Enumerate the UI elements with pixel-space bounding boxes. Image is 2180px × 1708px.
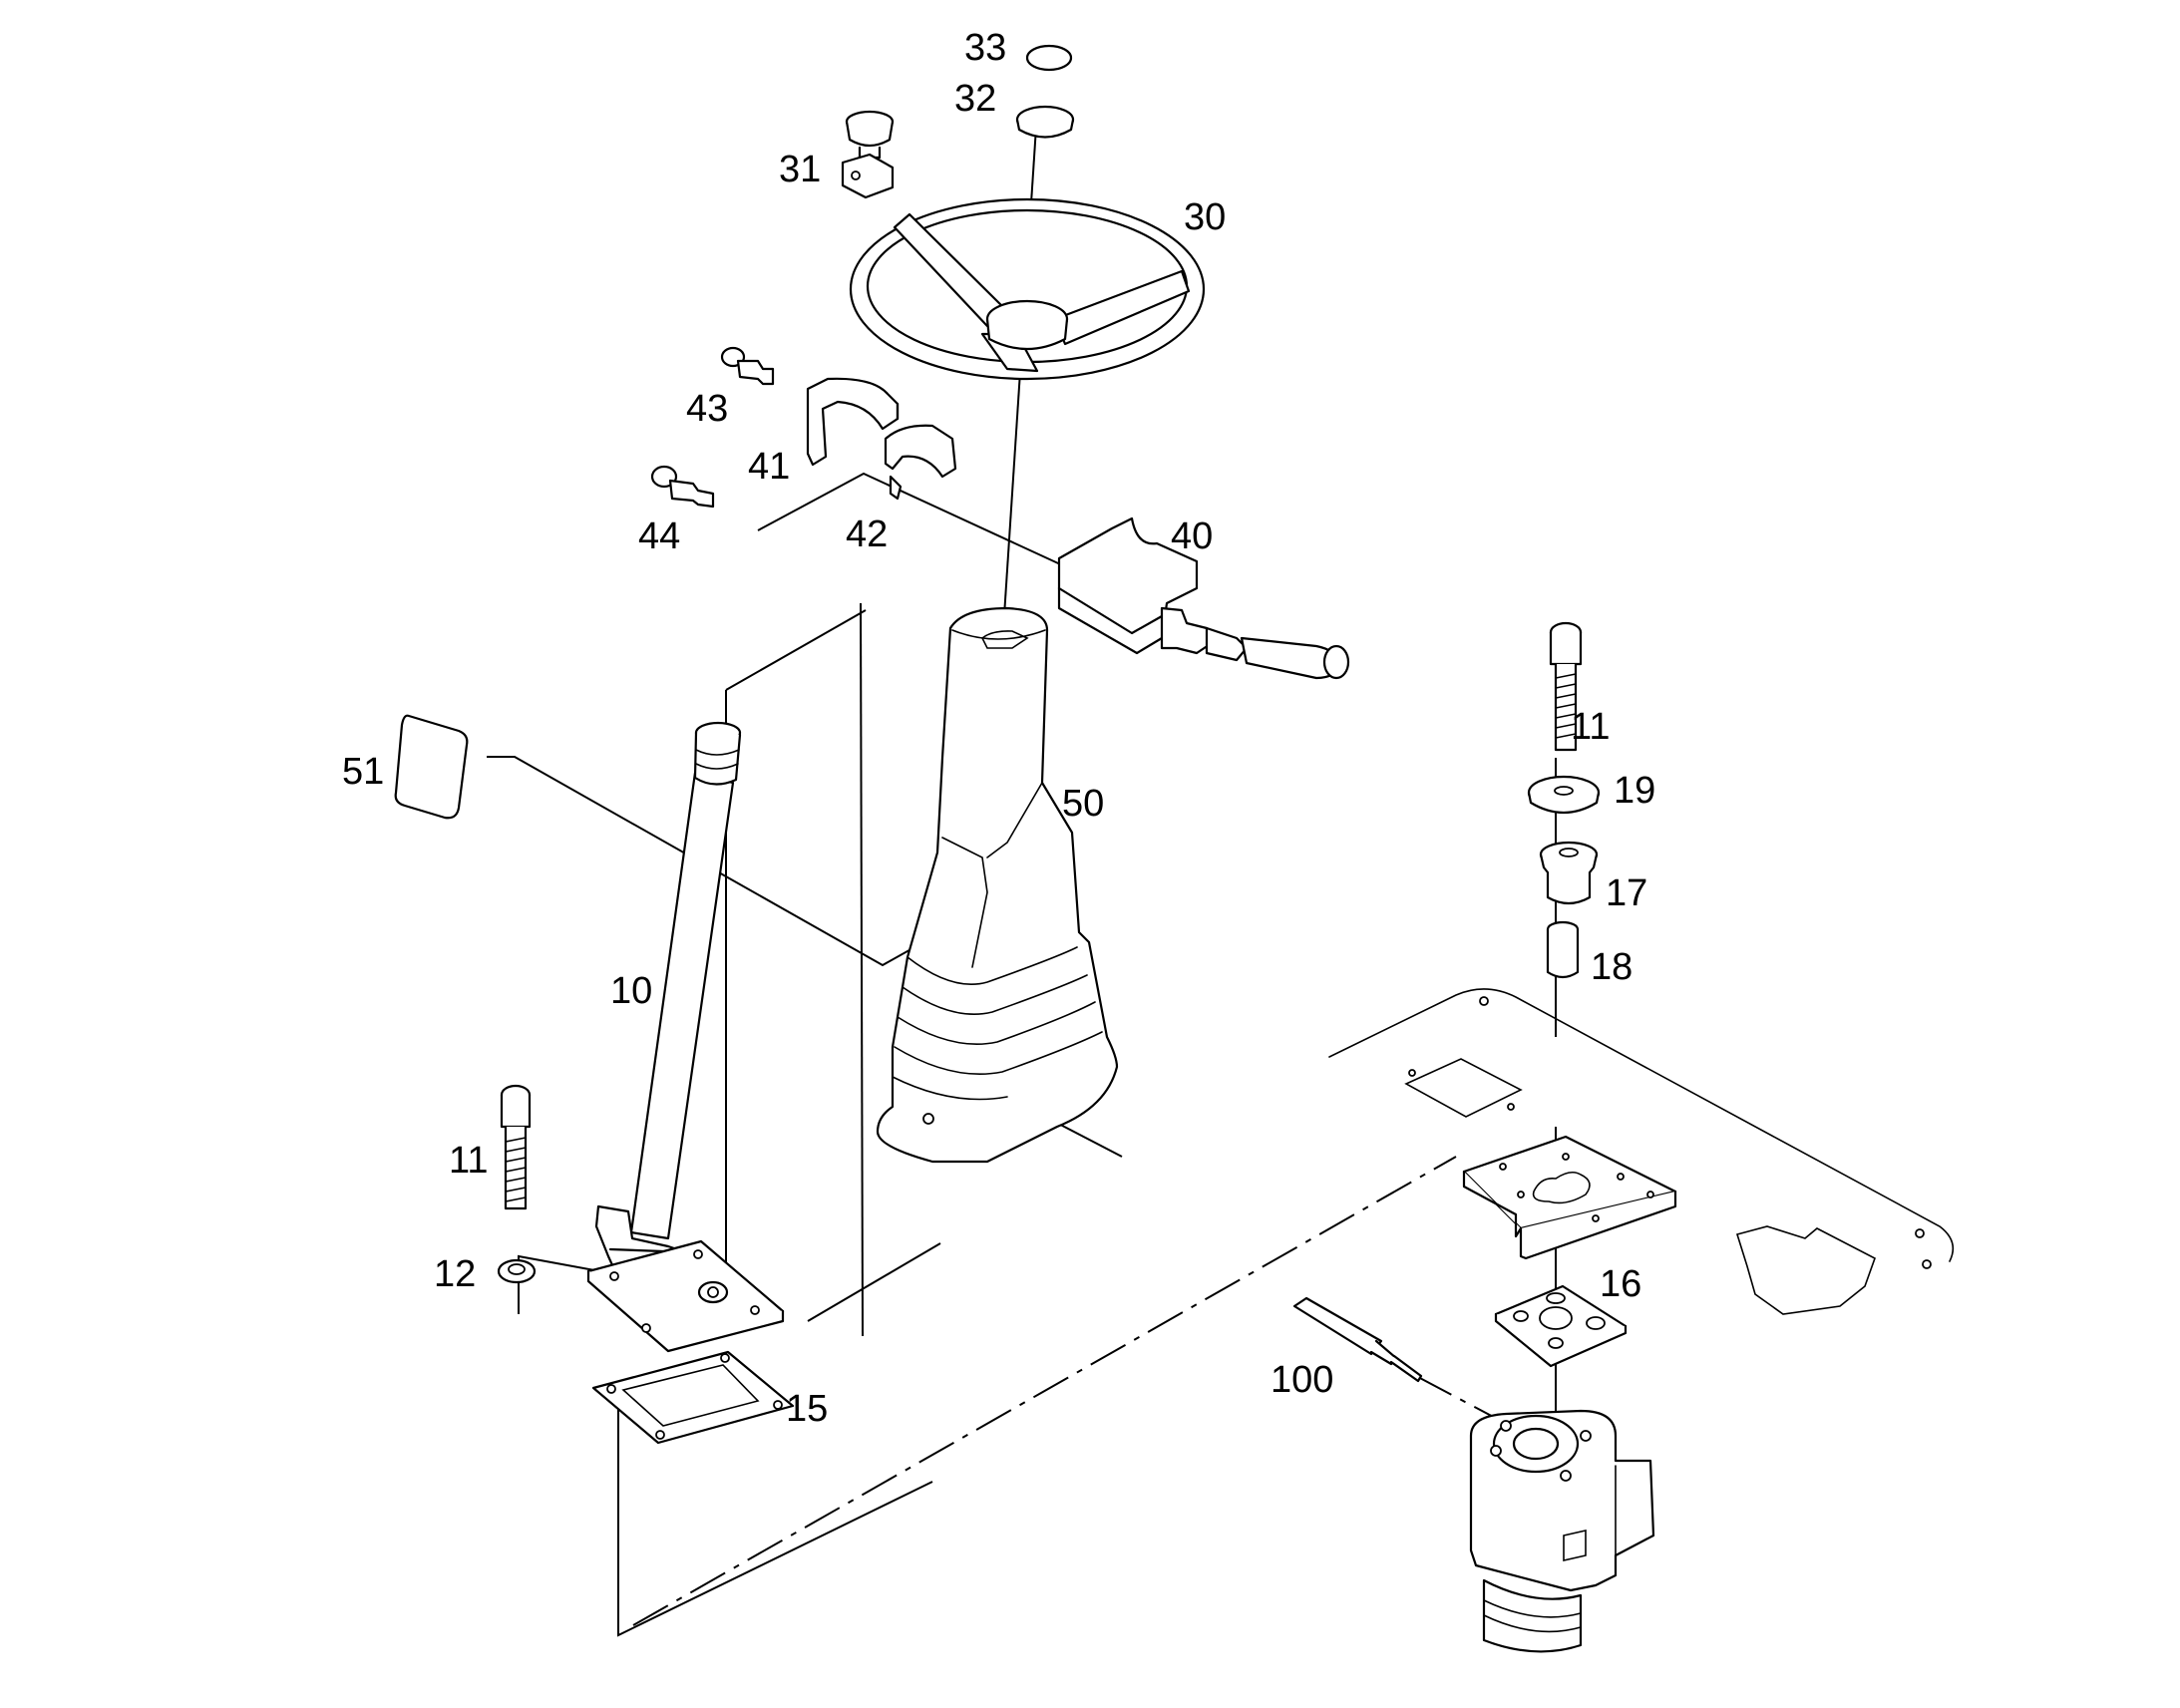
- spinner-knob-part-31: [841, 110, 895, 199]
- washer-part-12: [497, 1258, 537, 1284]
- switch-lever-part-40: [1057, 516, 1350, 680]
- callout-44: 44: [638, 515, 680, 557]
- column-cover-part-50: [876, 606, 1119, 1164]
- spacer-part-18: [1546, 920, 1580, 979]
- callout-41: 41: [748, 446, 790, 488]
- callout-30: 30: [1184, 196, 1226, 238]
- callout-10: 10: [610, 970, 652, 1012]
- callout-12: 12: [434, 1253, 476, 1295]
- callout-42: 42: [846, 513, 888, 555]
- callout-33: 33: [964, 27, 1006, 69]
- bolt-part-11-right: [1549, 621, 1583, 752]
- washer-part-19: [1527, 775, 1601, 814]
- clamp-part-41: [806, 377, 900, 467]
- callout-11-left: 11: [449, 1140, 488, 1182]
- steering-column-part-10: [586, 721, 785, 1353]
- callout-43: 43: [686, 388, 728, 430]
- cap-part-33: [1025, 44, 1073, 72]
- adapter-plate-part-16: [1494, 1284, 1628, 1368]
- callout-11-right: 11: [1571, 706, 1610, 748]
- bushing-part-17: [1539, 841, 1599, 905]
- callout-15: 15: [786, 1388, 828, 1430]
- screw-part-44: [650, 465, 715, 509]
- callout-100: 100: [1271, 1359, 1333, 1401]
- callout-31: 31: [779, 149, 821, 190]
- floor-plate: [1328, 988, 1955, 1315]
- steering-wheel-part-30: [849, 197, 1206, 381]
- steering-unit: [1469, 1409, 1655, 1653]
- cover-part-32: [1015, 105, 1075, 139]
- callout-51: 51: [342, 751, 384, 793]
- screw-part-43: [720, 346, 775, 386]
- bolt-part-11-left: [500, 1084, 532, 1210]
- callout-16: 16: [1600, 1263, 1641, 1305]
- clamp-part-42: [884, 424, 957, 501]
- callout-17: 17: [1606, 872, 1647, 914]
- callout-50: 50: [1062, 783, 1104, 825]
- callout-19: 19: [1614, 770, 1655, 812]
- callout-18: 18: [1591, 946, 1633, 988]
- callout-labels: 33 32 31 30 43 41 44 42 40 11 19 51 50 1…: [342, 27, 1655, 1430]
- callout-40: 40: [1171, 515, 1213, 557]
- mounting-bracket: [1462, 1135, 1677, 1260]
- pad-part-51: [394, 714, 469, 820]
- sealant-tube-part-100: [1292, 1296, 1423, 1383]
- gasket-part-15: [591, 1350, 795, 1445]
- callout-32: 32: [954, 78, 996, 120]
